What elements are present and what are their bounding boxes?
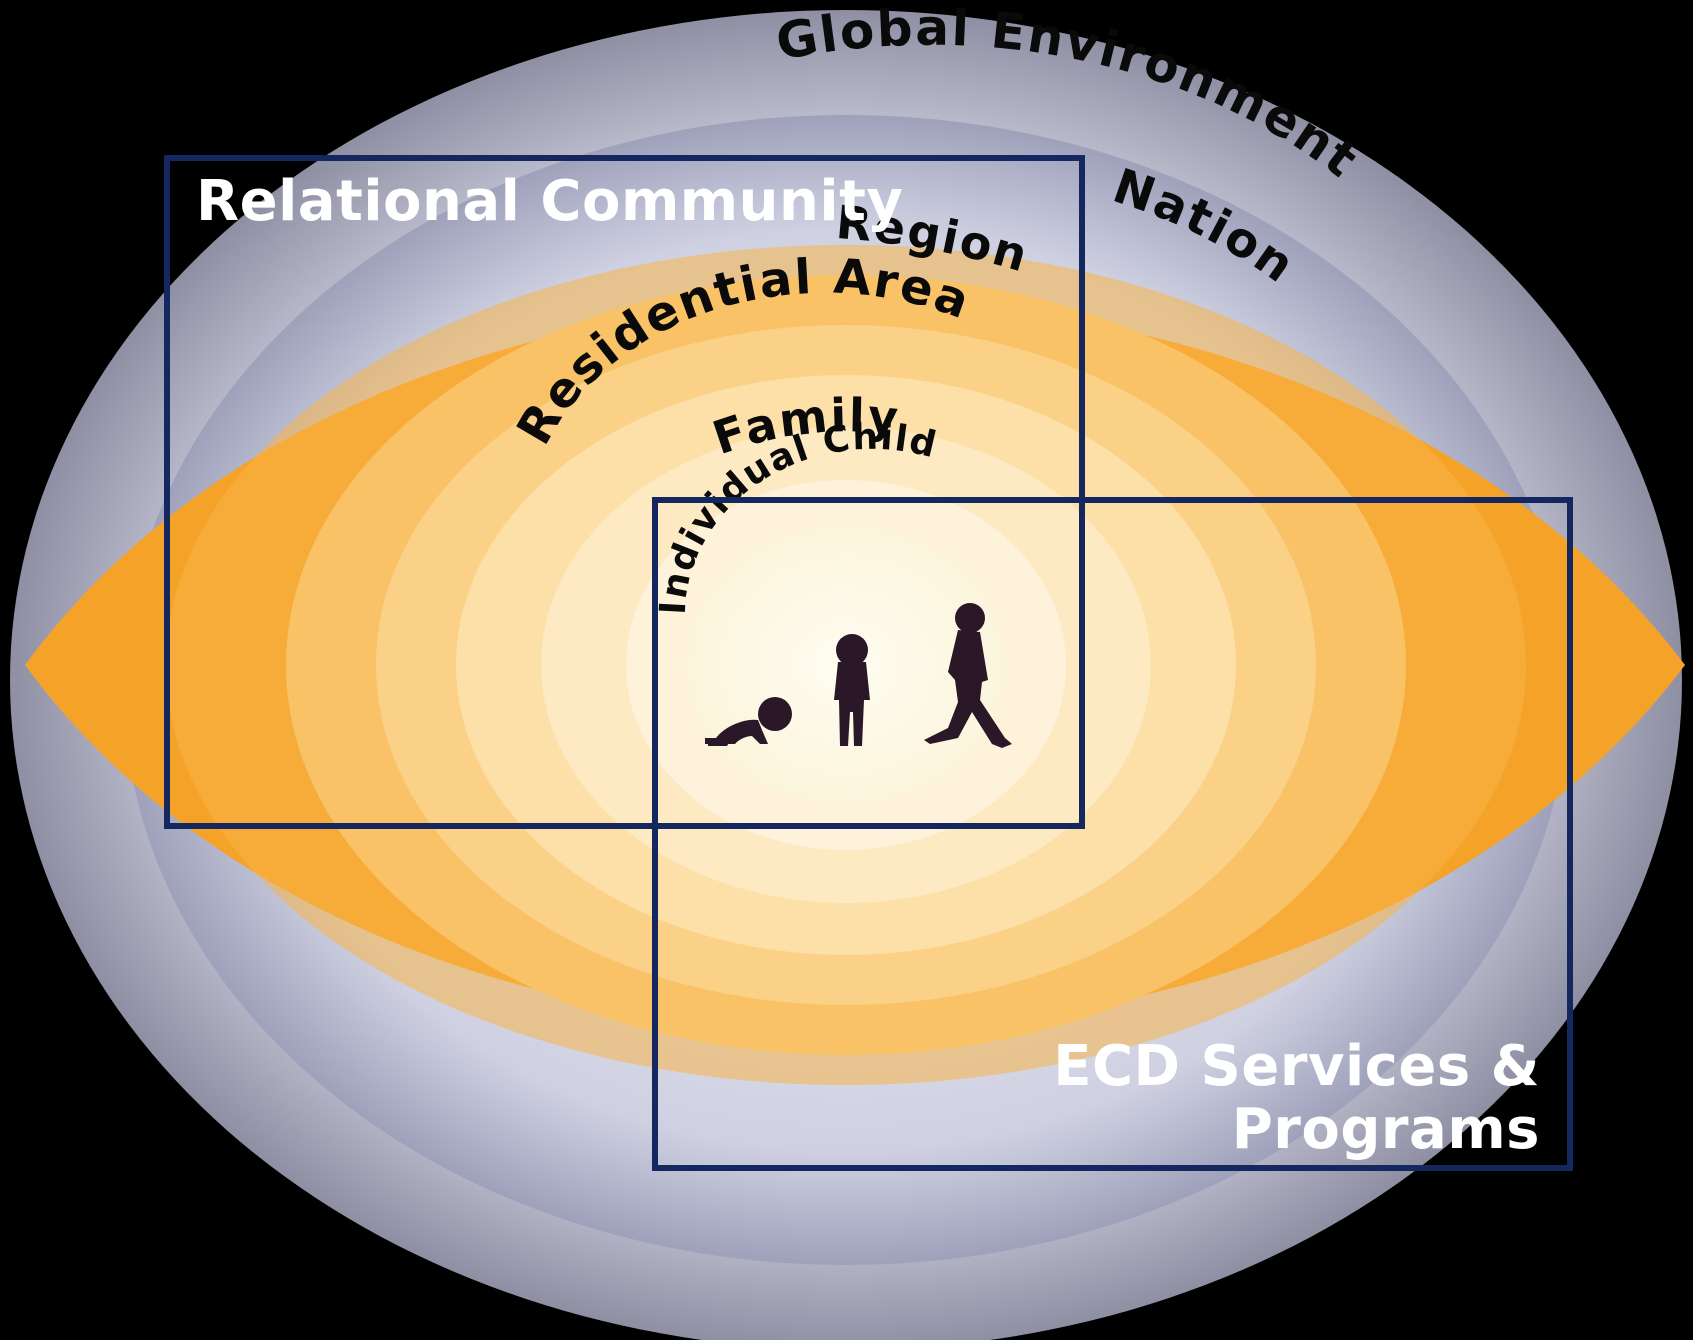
standing-toddler-icon	[834, 634, 870, 746]
ecd-services-label-line2: Programs	[1232, 1097, 1540, 1162]
relational-community-label: Relational Community	[196, 169, 903, 234]
relational-community-box	[164, 155, 1085, 829]
walking-child-icon	[924, 603, 1012, 748]
crawling-baby-icon	[705, 697, 792, 746]
ecd-services-box	[652, 497, 1573, 1171]
ecd-services-label-line1: ECD Services &	[1053, 1034, 1540, 1099]
